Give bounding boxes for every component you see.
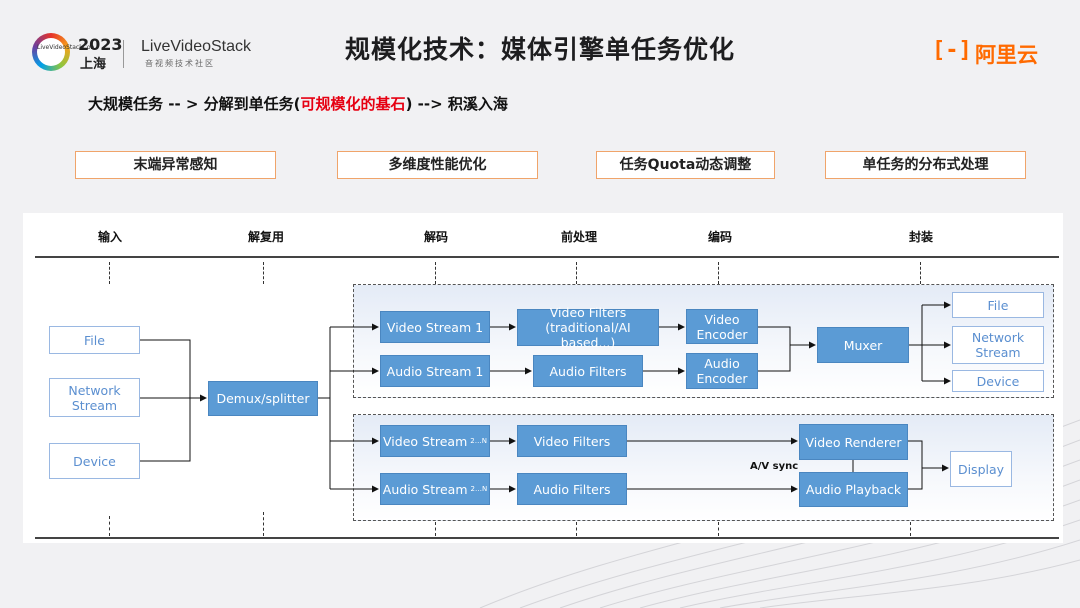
output-file: File xyxy=(952,292,1044,318)
stage-bottom-line xyxy=(35,537,1059,539)
subtitle-before: 大规模任务 -- > 分解到单任务( xyxy=(88,95,301,113)
audio-filters-2-n-node: Audio Filters xyxy=(517,473,627,505)
stage-preprocess: 前处理 xyxy=(560,230,598,244)
video-renderer-node: Video Renderer xyxy=(799,424,908,460)
stage-marker xyxy=(435,522,436,536)
subtitle-after: ) --> 积溪入海 xyxy=(405,95,508,113)
subtitle-highlight: 可规模化的基石 xyxy=(300,95,406,113)
stage-marker xyxy=(718,262,719,284)
stage-input: 输入 xyxy=(97,230,123,244)
subtitle: 大规模任务 -- > 分解到单任务(可规模化的基石) --> 积溪入海 xyxy=(88,93,508,114)
stage-marker xyxy=(576,262,577,284)
audio-stream-2-n-subscript: 2…N xyxy=(470,484,488,493)
input-device: Device xyxy=(49,443,140,479)
stage-mux: 封装 xyxy=(908,230,934,244)
video-filters-node: Video Filters (traditional/AI based...) xyxy=(517,305,659,350)
brand-logo-subtitle: 音视频技术社区 xyxy=(145,59,215,68)
audio-stream-2-n-label: Audio Stream xyxy=(382,481,468,497)
audio-filters-node: Audio Filters xyxy=(533,355,643,387)
input-network-stream: Network Stream xyxy=(49,378,140,417)
audio-playback-node: Audio Playback xyxy=(799,472,908,507)
output-network-stream: Network Stream xyxy=(952,326,1044,364)
stage-marker xyxy=(109,516,110,536)
video-encoder-node: Video Encoder xyxy=(686,309,758,344)
stage-marker xyxy=(435,262,436,284)
brand-logo-name: LiveVideoStack xyxy=(141,38,251,55)
muxer-node: Muxer xyxy=(817,327,909,363)
stage-top-line xyxy=(35,256,1059,258)
video-stream-1-node: Video Stream 1 xyxy=(380,311,490,343)
topic-anomaly-detection: 末端异常感知 xyxy=(75,151,276,179)
audio-stream-1-node: Audio Stream 1 xyxy=(380,355,490,387)
company-logo-icon: [-] xyxy=(932,38,972,63)
stage-marker xyxy=(263,512,264,536)
topic-performance-optimization: 多维度性能优化 xyxy=(337,151,538,179)
stage-marker xyxy=(910,522,911,536)
stage-marker xyxy=(109,262,110,284)
stage-encode: 编码 xyxy=(707,230,733,244)
stage-marker xyxy=(718,522,719,536)
stage-marker xyxy=(920,262,921,284)
demux-splitter-node: Demux/splitter xyxy=(208,381,318,416)
stage-decode: 解码 xyxy=(423,230,449,244)
display-output: Display xyxy=(950,451,1012,487)
company-logo-name: 阿里云 xyxy=(975,43,1038,67)
video-filters-2-n-node: Video Filters xyxy=(517,425,627,457)
av-sync-label: A/V sync xyxy=(750,461,799,472)
input-file: File xyxy=(49,326,140,354)
event-city: 上海 xyxy=(80,57,107,72)
event-year: 2023 xyxy=(78,35,123,54)
topic-distributed-processing: 单任务的分布式处理 xyxy=(825,151,1026,179)
topic-quota-adjustment: 任务Quota动态调整 xyxy=(596,151,775,179)
video-stream-2-n-subscript: 2…N xyxy=(470,436,487,445)
video-stream-2-n-label: Video Stream xyxy=(383,433,468,449)
page-title: 规模化技术：媒体引擎单任务优化 xyxy=(344,35,735,64)
logo-divider xyxy=(123,40,124,68)
stage-marker xyxy=(576,522,577,536)
stage-demux: 解复用 xyxy=(247,230,285,244)
audio-encoder-node: Audio Encoder xyxy=(686,353,758,389)
output-device: Device xyxy=(952,370,1044,392)
stage-marker xyxy=(263,262,264,284)
